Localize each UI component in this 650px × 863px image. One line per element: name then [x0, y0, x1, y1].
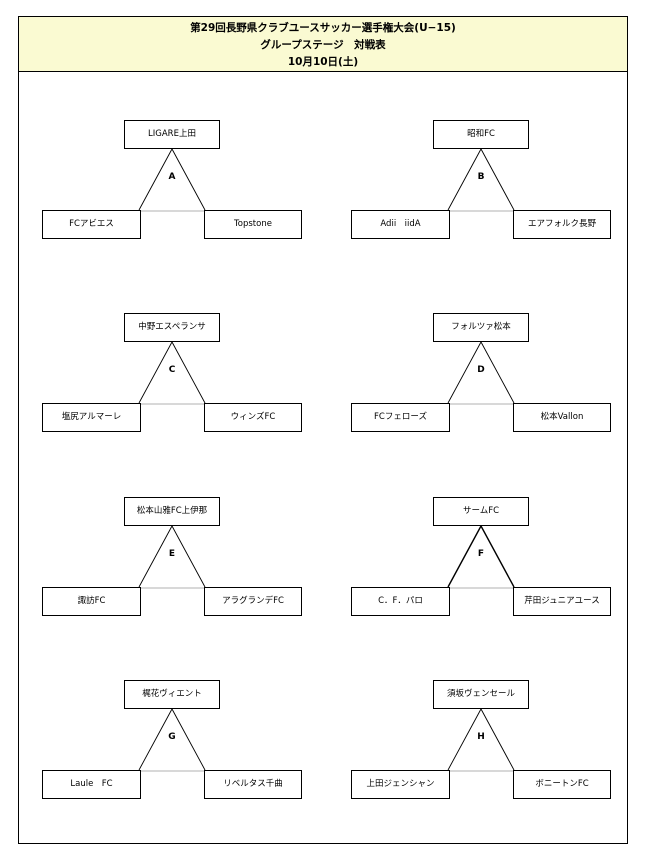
- team-box-right: 芹田ジュニアユース: [513, 587, 611, 616]
- group-b: 昭和FC Adii iidA エアフォルク長野 B: [351, 120, 616, 242]
- triangle-sides: [138, 148, 206, 211]
- group-label: H: [477, 732, 485, 742]
- group-f: サームFC C．F．パロ 芹田ジュニアユース F: [351, 497, 616, 619]
- triangle-sides: [447, 524, 515, 588]
- triangle-sides: [138, 525, 206, 588]
- team-box-left: FCアビエス: [42, 210, 141, 239]
- group-label: E: [168, 549, 176, 559]
- team-box-top: 梶花ヴィエント: [124, 680, 220, 709]
- group-label: G: [168, 732, 176, 742]
- team-box-left: 上田ジェンシャン: [351, 770, 450, 799]
- triangle-sides: [447, 708, 515, 771]
- group-d: フォルツァ松本 FCフェローズ 松本Vallon D: [351, 313, 616, 435]
- triangle-sides: [447, 148, 515, 211]
- team-box-top: 中野エスペランサ: [124, 313, 220, 342]
- team-box-left: Laule FC: [42, 770, 141, 799]
- group-triangle: [138, 525, 206, 589]
- match-date: 10月10日(土): [287, 56, 359, 68]
- team-box-right: 松本Vallon: [513, 403, 611, 432]
- group-triangle: [447, 341, 515, 405]
- group-c: 中野エスペランサ塩尻アルマーレ ウィンズFC C: [42, 313, 307, 435]
- group-triangle: [447, 148, 515, 212]
- group-label: B: [477, 172, 485, 182]
- group-label: D: [477, 365, 485, 375]
- group-h: 須坂ヴェンセール上田ジェンシャン ボニートンFC H: [351, 680, 616, 802]
- group-g: 梶花ヴィエント Laule FC リベルタス千曲 G: [42, 680, 307, 802]
- triangle-sides: [447, 341, 515, 404]
- team-box-left: 諏訪FC: [42, 587, 141, 616]
- group-triangle: [447, 708, 515, 772]
- team-box-left: 塩尻アルマーレ: [42, 403, 141, 432]
- team-box-top: 昭和FC: [433, 120, 529, 149]
- group-triangle: [138, 341, 206, 405]
- group-e: 松本山雅FC上伊那諏訪FC アラグランデFC E: [42, 497, 307, 619]
- group-label: C: [168, 365, 176, 375]
- team-box-right: Topstone: [204, 210, 302, 239]
- triangle-sides: [138, 341, 206, 404]
- group-label: A: [168, 172, 176, 182]
- tournament-title: 第29回長野県クラブユースサッカー選手権大会(U−15): [190, 22, 456, 34]
- group-label: F: [477, 549, 485, 559]
- team-box-top: 松本山雅FC上伊那: [124, 497, 220, 526]
- team-box-left: Adii iidA: [351, 210, 450, 239]
- team-box-top: サームFC: [433, 497, 529, 526]
- header-banner: 第29回長野県クラブユースサッカー選手権大会(U−15) グループステージ 対戦…: [18, 16, 628, 72]
- group-triangle: [447, 524, 515, 589]
- group-triangle: [138, 708, 206, 772]
- team-box-left: C．F．パロ: [351, 587, 450, 616]
- stage-subtitle: グループステージ 対戦表: [260, 39, 386, 51]
- team-box-right: エアフォルク長野: [513, 210, 611, 239]
- team-box-top: LIGARE上田: [124, 120, 220, 149]
- team-box-right: アラグランデFC: [204, 587, 302, 616]
- team-box-top: 須坂ヴェンセール: [433, 680, 529, 709]
- triangle-sides: [138, 708, 206, 771]
- team-box-right: ボニートンFC: [513, 770, 611, 799]
- team-box-right: リベルタス千曲: [204, 770, 302, 799]
- group-a: LIGARE上田 FCアビエス Topstone A: [42, 120, 307, 242]
- team-box-top: フォルツァ松本: [433, 313, 529, 342]
- team-box-right: ウィンズFC: [204, 403, 302, 432]
- team-box-left: FCフェローズ: [351, 403, 450, 432]
- group-triangle: [138, 148, 206, 212]
